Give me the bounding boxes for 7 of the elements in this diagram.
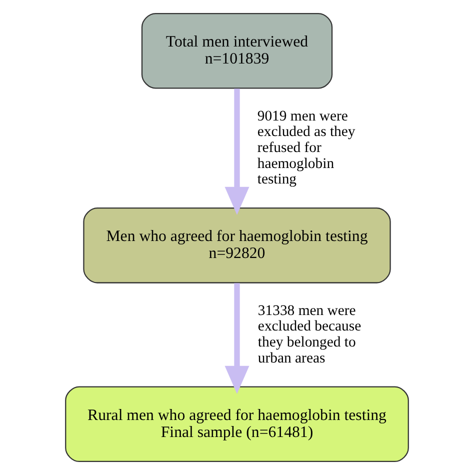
node-box: Total men interviewed n=101839 bbox=[141, 12, 333, 88]
edge-label: 9019 men were excluded as they refused for haemoglobin testing bbox=[257, 108, 356, 188]
node-box: Men who agreed for haemoglobin testing n=92820 bbox=[83, 207, 391, 283]
node-box: Rural men who agreed for haemoglobin testing Final sample (n=61481) bbox=[65, 386, 409, 462]
arrow bbox=[224, 88, 250, 214]
arrow bbox=[224, 282, 250, 394]
edge-label: 31338 men were excluded because they belonged to urban areas bbox=[258, 302, 362, 366]
